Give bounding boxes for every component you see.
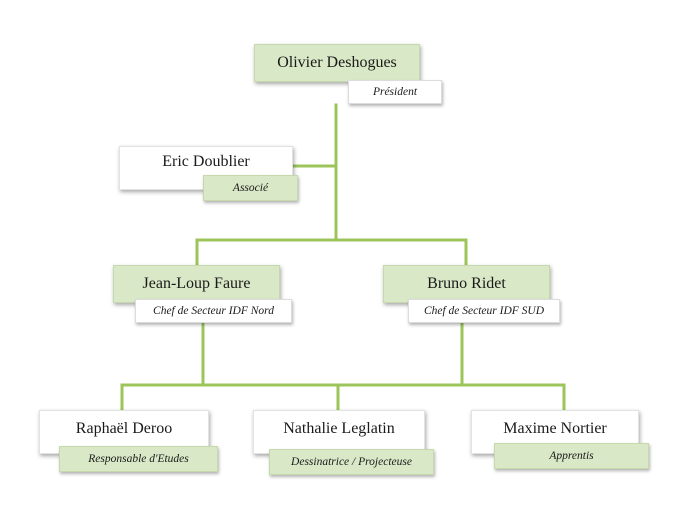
node-role: Président [348, 80, 442, 104]
node-role: Chef de Secteur IDF Nord [135, 299, 292, 323]
node-name: Nathalie Leglatin [253, 410, 425, 454]
node-name: Olivier Deshogues [254, 44, 420, 82]
node-role: Associé [203, 175, 298, 201]
node-role: Chef de Secteur IDF SUD [408, 299, 560, 323]
node-role: Dessinatrice / Projecteuse [269, 449, 434, 475]
node-name: Bruno Ridet [383, 265, 550, 303]
node-role: Apprentis [494, 443, 649, 469]
node-name: Jean-Loup Faure [113, 265, 280, 303]
node-role: Responsable d'Etudes [59, 446, 218, 472]
